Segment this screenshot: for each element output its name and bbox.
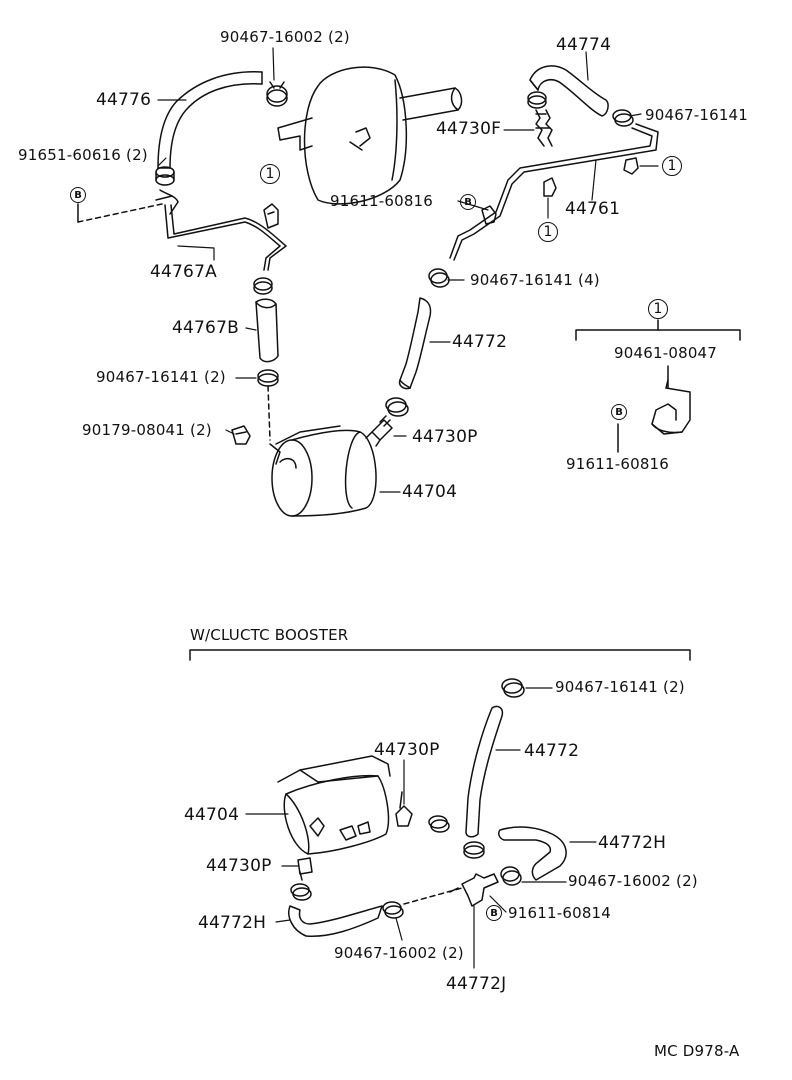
leader-lines-icon: [157, 47, 659, 493]
label-44730P-bot2: 44730P: [206, 856, 272, 876]
circled-1-marker-inset: 1: [648, 299, 668, 319]
circled-b-marker-4: B: [486, 905, 502, 921]
circled-1-marker-a: 1: [260, 164, 280, 184]
clamp-44774-icon: [527, 91, 547, 109]
clamp-bot-right-icon: [500, 866, 522, 886]
label-91611-60816-mid: 91611-60816: [330, 192, 434, 210]
circled-b-marker-2: B: [460, 194, 476, 210]
label-90461-08047: 90461-08047: [614, 344, 718, 362]
clamp-bot-valve-icon: [428, 815, 450, 833]
circled-1-marker-b: 1: [662, 156, 682, 176]
footer-code: MC D978-A: [654, 1042, 740, 1060]
label-44730F: 44730F: [436, 119, 502, 139]
label-90179-08041: 90179-08041 (2): [82, 421, 212, 439]
label-44772-top: 44772: [452, 332, 508, 352]
label-44761: 44761: [565, 199, 621, 219]
label-44704-top: 44704: [402, 482, 458, 502]
clamp-44772-low-icon: [385, 397, 409, 417]
clamp-bot-mid-icon: [463, 841, 485, 859]
clamp-44772-top-icon: [428, 268, 450, 288]
clamp-right-icon: [612, 109, 634, 127]
label-44772H-left: 44772H: [198, 913, 267, 933]
label-91651-60616: 91651-60616 (2): [18, 146, 148, 164]
label-90467-16002-2-bot: 90467-16002 (2): [334, 944, 464, 962]
label-91611-60814: 91611-60814: [508, 904, 612, 922]
clamp-44767B-icon: [257, 369, 279, 387]
bolt-90179-icon: [231, 425, 251, 445]
clamp-top-icon: [266, 81, 288, 107]
canister-44704-bot-icon: [277, 755, 391, 855]
hose-44772-bot-icon: [465, 705, 504, 838]
section-bracket-icon: [189, 649, 691, 661]
label-44774: 44774: [556, 35, 612, 55]
label-90467-16002-top: 90467-16002 (2): [220, 28, 350, 46]
label-90467-16141-4: 90467-16141 (4): [470, 271, 600, 289]
valve-44730F-icon: [535, 109, 553, 147]
clamp-bot-left-icon: [290, 883, 312, 901]
guide-line-icon: [267, 385, 271, 441]
hose-44772H-left-icon: [288, 905, 383, 937]
label-44772H-right: 44772H: [598, 833, 667, 853]
clamp-left-icon: [155, 166, 179, 215]
pipe-44767A-icon: [164, 204, 287, 271]
circled-b-marker-1: B: [70, 187, 86, 203]
section-title: W/CLUCTC BOOSTER: [190, 626, 349, 644]
leader-lines-bot-icon: [245, 687, 597, 969]
label-44772J: 44772J: [446, 974, 507, 994]
label-90467-16141-tr: 90467-16141: [645, 106, 749, 124]
hose-44772-top-icon: [398, 297, 432, 390]
circled-1-marker-c: 1: [538, 222, 558, 242]
brake-booster-icon: [277, 66, 463, 205]
label-44704-bot: 44704: [184, 805, 240, 825]
pipe-clip-icon: [481, 157, 639, 225]
canister-44704-top-icon: [269, 425, 377, 517]
clamp-mid-icon: [253, 277, 273, 295]
hose-44772H-right-icon: [498, 826, 567, 881]
label-44730P-bot: 44730P: [374, 740, 440, 760]
hose-44767B-icon: [255, 298, 279, 363]
guide-line-icon: [403, 887, 463, 905]
label-90467-16141-2-left: 90467-16141 (2): [96, 368, 226, 386]
valve-44730P-bot2-icon: [297, 857, 313, 881]
circled-b-marker-3: B: [611, 404, 627, 420]
hose-44776-icon: [157, 71, 263, 169]
guide-line-icon: [77, 203, 163, 223]
label-90467-16141-2-bot: 90467-16141 (2): [555, 678, 685, 696]
label-44730P-top: 44730P: [412, 427, 478, 447]
label-44772-bot: 44772: [524, 741, 580, 761]
clamp-bot-center-icon: [382, 901, 404, 919]
label-44767A: 44767A: [150, 262, 217, 282]
clamp-bot-top-icon: [501, 678, 525, 698]
inset-bracket-icon: [575, 319, 741, 435]
label-44767B: 44767B: [172, 318, 239, 338]
bracket-clip-icon: [263, 203, 279, 229]
valve-44730P-bot-icon: [395, 791, 413, 827]
pipe-44761-icon: [449, 123, 659, 261]
valve-44730P-top-icon: [365, 415, 393, 447]
label-91611-60816-inset: 91611-60816: [566, 455, 670, 473]
label-90467-16002-2-right: 90467-16002 (2): [568, 872, 698, 890]
hose-44774-icon: [529, 65, 609, 117]
label-44776: 44776: [96, 90, 152, 110]
